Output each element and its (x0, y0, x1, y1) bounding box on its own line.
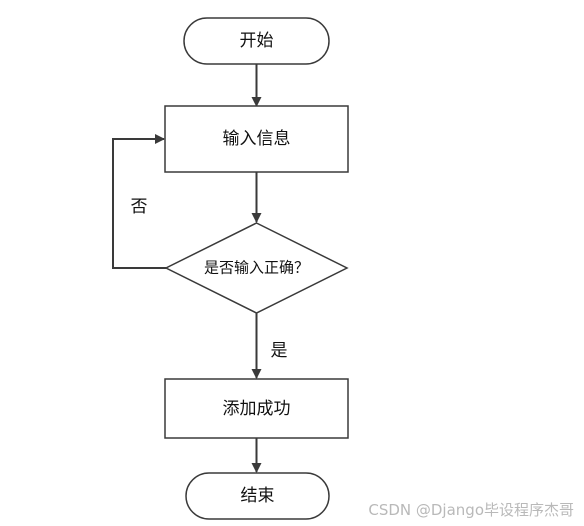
csdn-watermark: CSDN @Django毕设程序杰哥 (368, 501, 574, 519)
start-node-label: 开始 (240, 31, 274, 51)
success-node-label: 添加成功 (223, 399, 291, 419)
edge-decision-no-loop (112, 134, 166, 269)
end-node-label: 结束 (241, 486, 275, 506)
edge-label-no: 否 (131, 197, 148, 217)
start-node: 开始 (183, 17, 330, 65)
decision-node: 是否输入正确？ (164, 222, 349, 314)
end-node: 结束 (185, 472, 330, 520)
decision-node-label: 是否输入正确？ (204, 259, 309, 277)
input-node-label: 输入信息 (223, 129, 291, 149)
edge-label-yes: 是 (271, 341, 288, 361)
input-node: 输入信息 (164, 105, 349, 173)
success-node: 添加成功 (164, 378, 349, 439)
